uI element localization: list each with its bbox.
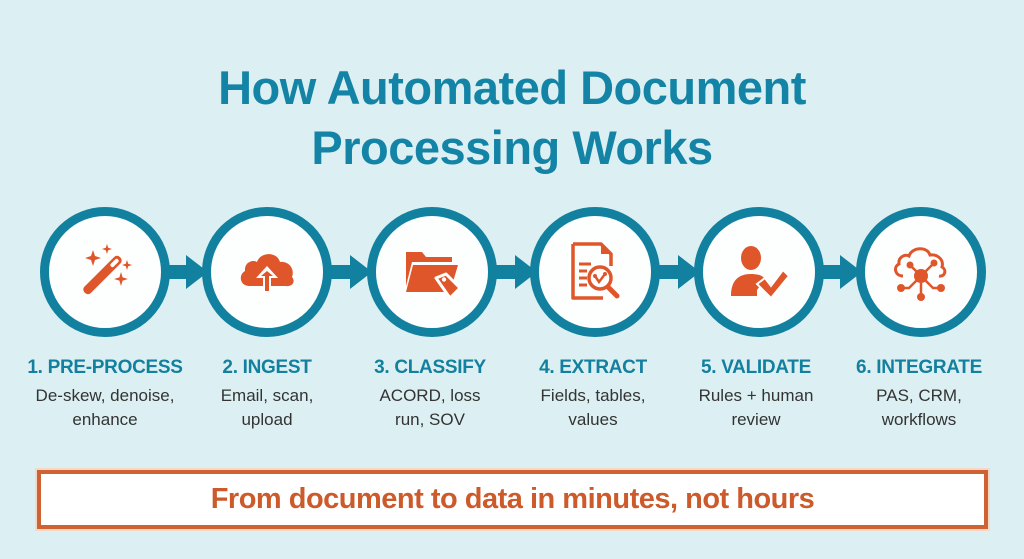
step-pre-process (40, 207, 170, 337)
magic-wand-icon (83, 244, 132, 295)
tagline-text: From document to data in minutes, not ho… (210, 483, 815, 515)
cloud-network-icon (894, 247, 947, 301)
step-description: De-skew, denoise,enhance (35, 386, 175, 429)
step-circle (694, 207, 824, 337)
step-extract (530, 207, 660, 337)
step-label-integrate: 6. INTEGRATE PAS, CRM,workflows (834, 356, 1004, 432)
step-label-extract: 4. EXTRACT Fields, tables,values (508, 356, 678, 432)
step-name: 1. PRE-PROCESS (27, 357, 183, 378)
step-name: 3. CLASSIFY (374, 357, 486, 378)
cloud-upload-icon (240, 254, 294, 294)
title-line-1: How Automated Document (218, 61, 806, 114)
step-label-pre-process: 1. PRE-PROCESS De-skew, denoise,enhance (20, 356, 190, 432)
step-name: 4. EXTRACT (539, 357, 647, 378)
step-description: Fields, tables,values (540, 386, 646, 429)
user-check-icon (731, 246, 791, 300)
step-circle (367, 207, 497, 337)
step-circle (40, 207, 170, 337)
page-title: How Automated Document Processing Works (0, 58, 1024, 178)
step-validate (694, 207, 824, 337)
step-circle (202, 207, 332, 337)
step-name: 6. INTEGRATE (856, 357, 982, 378)
step-circle (530, 207, 660, 337)
step-description: Email, scan,upload (220, 386, 314, 429)
folder-tag-icon (406, 252, 462, 300)
step-name: 2. INGEST (222, 357, 312, 378)
step-description: PAS, CRM,workflows (876, 386, 962, 429)
step-circle (856, 207, 986, 337)
step-ingest (202, 207, 332, 337)
step-name: 5. VALIDATE (700, 357, 811, 378)
step-integrate (856, 207, 986, 337)
step-label-ingest: 2. INGEST Email, scan,upload (182, 356, 352, 432)
step-classify (367, 207, 497, 337)
title-line-2: Processing Works (311, 121, 713, 174)
tagline-banner: From document to data in minutes, not ho… (37, 470, 988, 529)
document-search-icon (571, 242, 620, 300)
